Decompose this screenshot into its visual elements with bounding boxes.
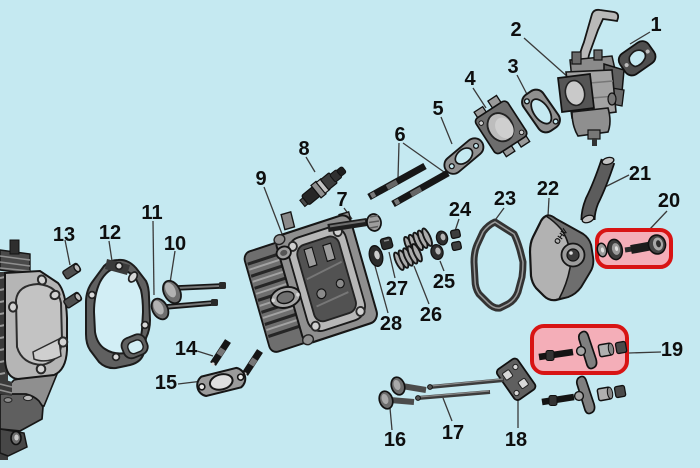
svg-text:17: 17	[442, 422, 464, 444]
svg-text:24: 24	[449, 199, 472, 221]
svg-text:20: 20	[658, 190, 680, 212]
svg-text:3: 3	[507, 56, 518, 78]
svg-text:8: 8	[298, 138, 309, 160]
svg-text:6: 6	[394, 124, 405, 146]
svg-text:13: 13	[53, 224, 75, 246]
svg-text:5: 5	[432, 98, 443, 120]
svg-text:2: 2	[510, 19, 521, 41]
svg-text:18: 18	[505, 429, 527, 451]
svg-text:25: 25	[433, 271, 455, 293]
svg-text:26: 26	[420, 304, 442, 326]
svg-text:11: 11	[141, 202, 162, 224]
svg-text:22: 22	[537, 178, 559, 200]
svg-text:23: 23	[494, 188, 516, 210]
svg-text:19: 19	[661, 339, 683, 361]
svg-text:16: 16	[384, 429, 406, 451]
svg-text:15: 15	[155, 372, 177, 394]
svg-text:7: 7	[336, 189, 347, 211]
svg-text:9: 9	[255, 168, 266, 190]
svg-text:14: 14	[175, 338, 198, 360]
svg-text:1: 1	[650, 14, 661, 36]
svg-text:12: 12	[99, 222, 121, 244]
svg-text:10: 10	[164, 233, 186, 255]
svg-text:28: 28	[380, 313, 402, 335]
svg-text:21: 21	[629, 163, 651, 185]
svg-text:27: 27	[386, 278, 408, 300]
svg-text:4: 4	[464, 68, 476, 90]
